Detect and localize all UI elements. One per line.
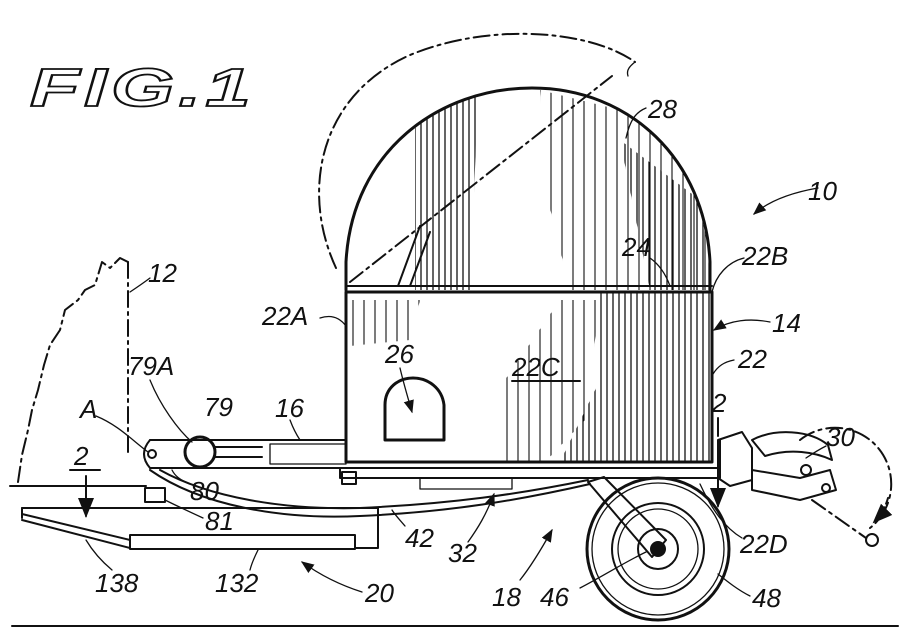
ref-46: 46 xyxy=(540,582,569,612)
leader-20 xyxy=(302,562,362,592)
ref-12: 12 xyxy=(148,258,177,288)
leader-79A xyxy=(150,380,192,442)
leader-22A xyxy=(320,316,346,326)
hitch-ball xyxy=(185,437,215,467)
leader-48 xyxy=(718,574,750,596)
ref-22B: 22B xyxy=(741,241,788,271)
section-mark-left: 2 xyxy=(70,441,100,516)
ref-20: 20 xyxy=(364,578,394,608)
ref-81: 81 xyxy=(205,506,234,536)
leader-26 xyxy=(400,368,412,412)
ref-22A: 22A xyxy=(261,301,308,331)
ref-132: 132 xyxy=(215,568,259,598)
ref-22C: 22C xyxy=(511,352,560,382)
leader-12 xyxy=(130,278,150,292)
ref-30: 30 xyxy=(826,422,855,452)
step-plate xyxy=(130,535,355,549)
section-label-right: 2 xyxy=(711,388,727,418)
door-opening xyxy=(385,378,444,440)
leader-32 xyxy=(468,494,494,542)
ref-79: 79 xyxy=(204,392,233,422)
ref-16: 16 xyxy=(275,393,304,423)
leader-16 xyxy=(290,420,300,440)
ref-24: 24 xyxy=(621,232,651,262)
step-assembly xyxy=(22,508,378,549)
leader-138 xyxy=(86,540,112,570)
leader-22B xyxy=(712,258,744,292)
ref-28: 28 xyxy=(647,94,677,124)
leader-18 xyxy=(520,530,552,580)
ref-26: 26 xyxy=(384,339,414,369)
leader-14 xyxy=(714,320,770,330)
ref-A: A xyxy=(78,394,97,424)
ref-22D: 22D xyxy=(739,529,788,559)
leader-22 xyxy=(713,360,734,374)
ref-80: 80 xyxy=(190,476,219,506)
ref-42: 42 xyxy=(405,523,434,553)
ref-18: 18 xyxy=(492,582,521,612)
ref-79A: 79A xyxy=(128,351,174,381)
figure-title: FIG.1 xyxy=(30,58,255,118)
leader-132 xyxy=(250,550,258,570)
ref-10: 10 xyxy=(808,176,837,206)
hitch-tongue xyxy=(144,437,346,502)
ref-14: 14 xyxy=(772,308,801,338)
hitch-pin xyxy=(148,450,156,458)
hitch-block xyxy=(145,488,165,502)
leader-A xyxy=(96,416,148,452)
ref-32: 32 xyxy=(448,538,477,568)
ref-22: 22 xyxy=(737,344,767,374)
ref-48: 48 xyxy=(752,583,781,613)
section-label-left: 2 xyxy=(73,441,89,471)
ref-138: 138 xyxy=(95,568,139,598)
